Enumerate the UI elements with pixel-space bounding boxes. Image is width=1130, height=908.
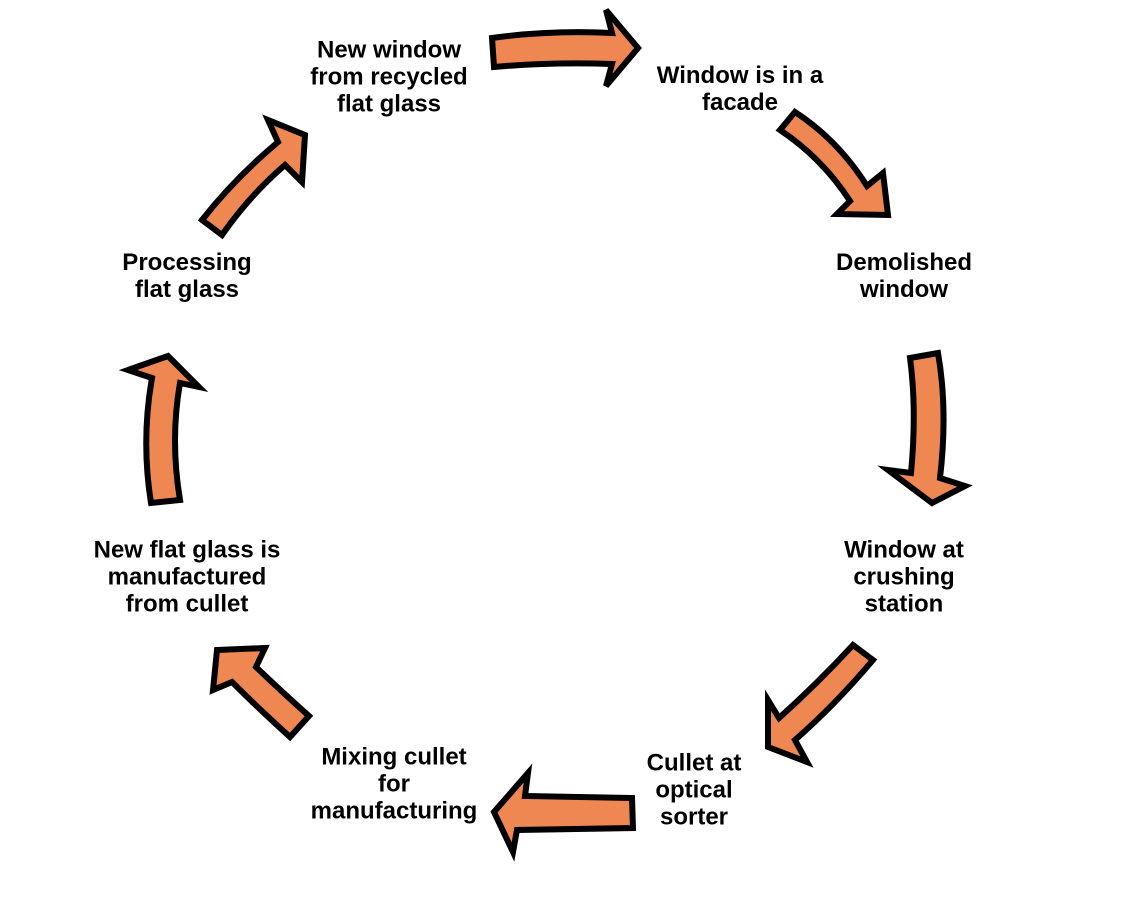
arrow-new-flat-glass-to-processing-flat-glass bbox=[118, 352, 209, 507]
arrow-demolished-window-to-window-at-crushing-station bbox=[877, 349, 973, 507]
stage-processing-flat-glass: Processing flat glass bbox=[122, 249, 252, 303]
arrow-mixing-cullet-to-new-flat-glass bbox=[209, 644, 314, 742]
arrow-cullet-at-optical-sorter-to-mixing-cullet bbox=[490, 763, 637, 862]
stage-window-at-crushing-station: Window at crushing station bbox=[844, 536, 964, 618]
stage-cullet-at-optical-sorter: Cullet at optical sorter bbox=[646, 749, 742, 831]
arrow-processing-flat-glass-to-new-window bbox=[197, 114, 309, 240]
arrow-window-at-crushing-station-to-cullet-at-optical-sorter bbox=[765, 640, 878, 768]
stage-demolished-window: Demolished window bbox=[835, 249, 973, 303]
stage-mixing-cullet: Mixing cullet for manufacturing bbox=[310, 743, 478, 825]
arrow-new-window-to-window-in-facade bbox=[488, 8, 642, 88]
stage-new-window: New window from recycled flat glass bbox=[310, 36, 468, 118]
arrow-window-in-facade-to-demolished-window bbox=[775, 108, 892, 219]
stage-new-flat-glass: New flat glass is manufactured from cull… bbox=[93, 536, 281, 618]
stage-window-in-facade: Window is in a facade bbox=[656, 62, 824, 116]
